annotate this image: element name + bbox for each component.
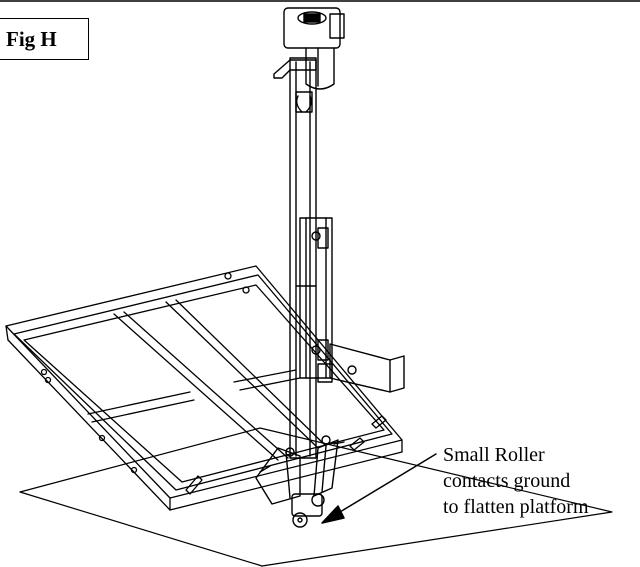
callout-arrow [321, 453, 437, 524]
small-roller [291, 493, 325, 528]
mast [273, 57, 317, 459]
callout-line-3: to flatten platform [443, 496, 589, 518]
pivot-assembly [255, 435, 345, 505]
motor-housing [283, 7, 345, 90]
figure-label: Fig H [0, 18, 89, 60]
platform [5, 265, 403, 511]
callout-line-2: contacts ground [443, 470, 571, 492]
callout-line-1: Small Roller [443, 444, 545, 466]
hitch-receiver [317, 343, 405, 393]
roller-callout: Small Roller contacts ground to flatten … [443, 442, 638, 520]
figure-label-text: Fig H [6, 26, 57, 51]
carriage [295, 217, 333, 379]
ground-plane [19, 427, 613, 567]
